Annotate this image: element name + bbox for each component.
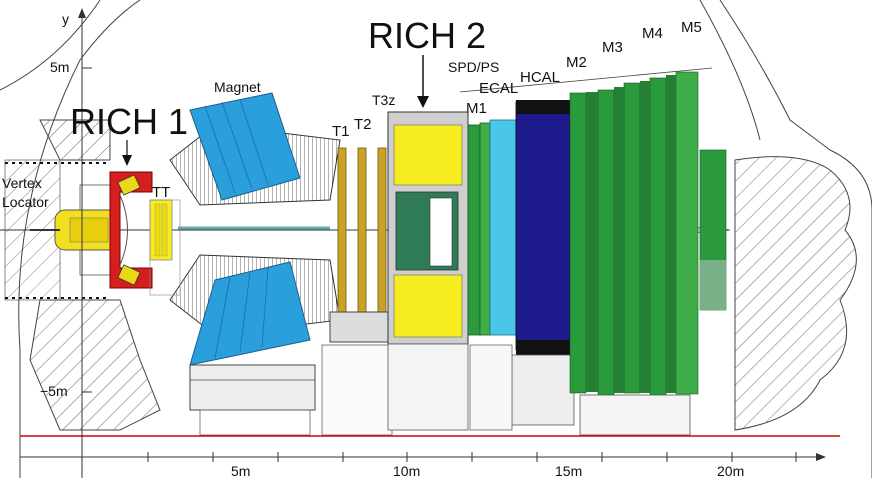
label-m4: M4 [642,25,663,42]
m1-spd-ps [467,122,491,336]
y-axis-label: y [62,11,69,27]
right-shielding [734,156,857,431]
rich1-arrowhead [122,155,132,166]
axes [20,8,826,478]
label-t2: T2 [354,116,372,133]
label-ecal: ECAL [479,80,518,97]
label-spd-ps: SPD/PS [448,59,499,75]
x-tick-5m: 5m [231,463,250,478]
t1-t2-stations [321,147,393,436]
tt-station [149,199,173,261]
label-m2: M2 [566,54,587,71]
label-magnet: Magnet [214,79,261,95]
label-m3: M3 [602,39,623,56]
ecal [489,119,517,336]
magnet [169,92,341,411]
rich2-detector [387,111,469,431]
label-rich1: RICH 1 [70,101,188,142]
label-hcal: HCAL [520,69,560,86]
label-tt: TT [152,184,170,201]
y-tick-5m: 5m [50,59,69,75]
label-locator: Locator [2,194,49,210]
x-tick-15m: 15m [555,463,582,478]
label-t3: T3z [372,92,395,108]
left-shielding [4,119,161,431]
label-m1: M1 [466,100,487,117]
hcal [511,100,575,426]
x-tick-20m: 20m [717,463,744,478]
x-tick-10m: 10m [393,463,420,478]
vertex-locator [30,184,118,276]
rich2-arrowhead [417,96,429,108]
label-rich2: RICH 2 [368,15,486,56]
label-m5: M5 [681,19,702,36]
label-vertex: Vertex [2,175,42,191]
support-structures [149,199,513,436]
muon-stations [459,67,727,436]
rich1-detector [109,171,153,289]
label-t1: T1 [332,123,350,140]
y-tick-minus5m: −5m [40,383,68,399]
